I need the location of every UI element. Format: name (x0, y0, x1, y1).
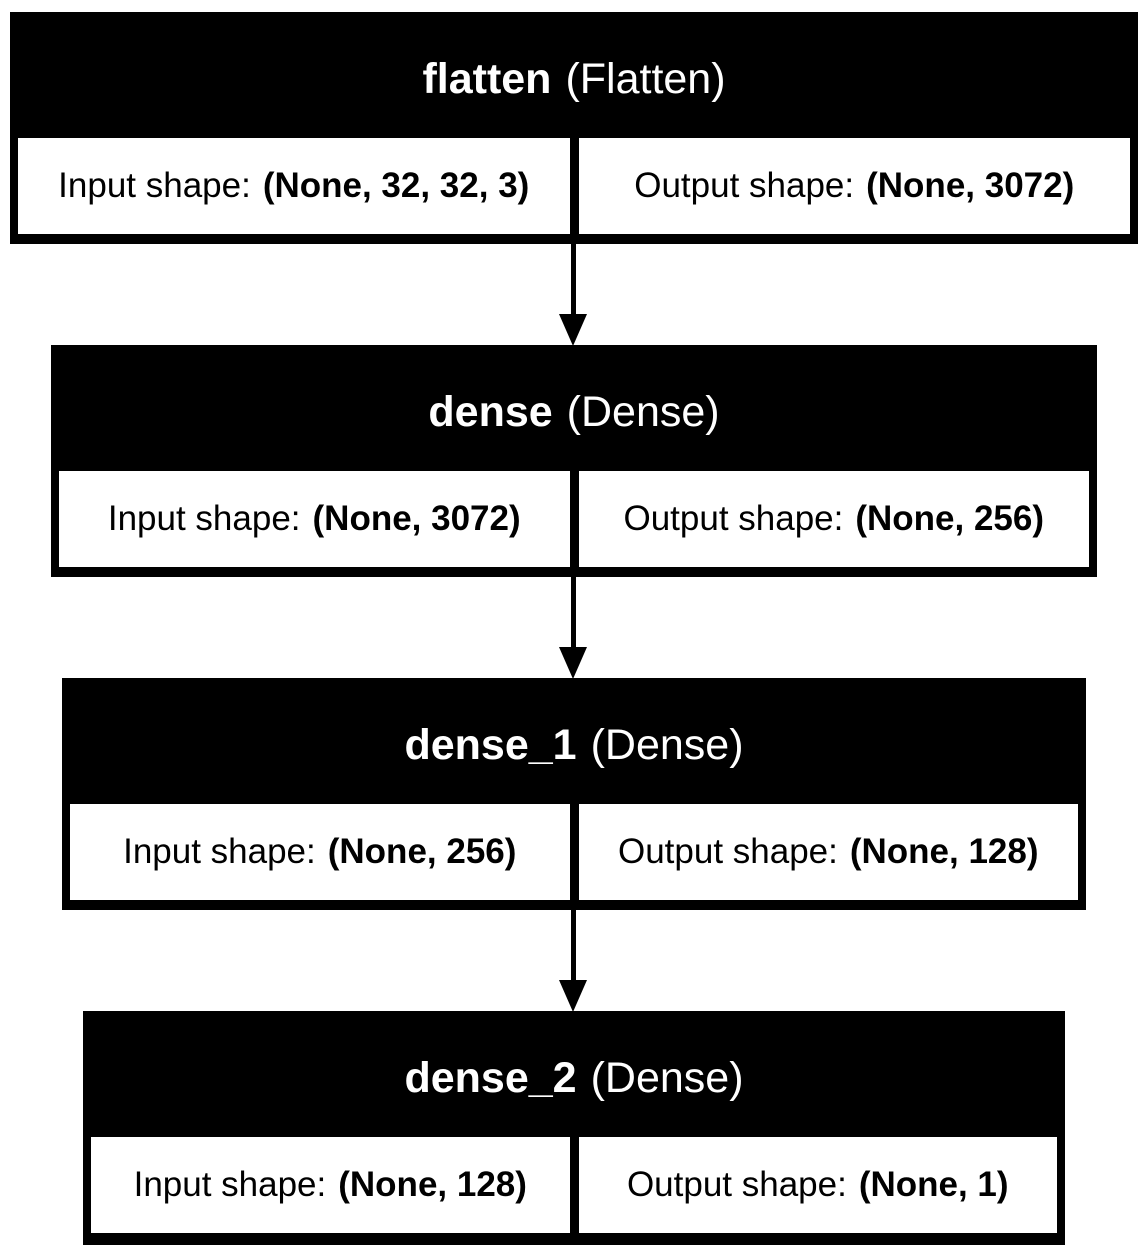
arrow-shaft (570, 577, 576, 651)
output-shape-value: (None, 128) (849, 832, 1039, 871)
arrow-head-icon (559, 647, 587, 679)
layer-name: flatten (422, 54, 552, 103)
layer-name: dense_1 (404, 720, 577, 769)
output-shape-value: (None, 1) (858, 1165, 1009, 1204)
layer-header: dense (Dense) (59, 353, 1089, 471)
output-shape-label: Output shape: (634, 166, 855, 205)
input-shape-value: (None, 128) (338, 1165, 527, 1204)
output-shape-value: (None, 3072) (866, 166, 1075, 205)
input-shape-label: Input shape: (58, 166, 251, 205)
input-shape-cell: Input shape: (None, 3072) (59, 471, 570, 567)
arrow-head-icon (559, 314, 587, 346)
output-shape-label: Output shape: (626, 1165, 847, 1204)
input-shape-value: (None, 3072) (312, 499, 521, 538)
input-shape-value: (None, 256) (327, 832, 517, 871)
layer-type: (Dense) (590, 720, 744, 769)
layer-shapes: Input shape: (None, 32, 32, 3) Output sh… (18, 138, 1130, 234)
layer-dense: dense (Dense) Input shape: (None, 3072) … (51, 345, 1097, 577)
input-shape-label: Input shape: (123, 832, 316, 871)
output-shape-cell: Output shape: (None, 256) (578, 471, 1089, 567)
layer-dense-2: dense_2 (Dense) Input shape: (None, 128)… (83, 1011, 1065, 1245)
arrow-shaft (570, 910, 576, 984)
output-shape-cell: Output shape: (None, 3072) (578, 138, 1130, 234)
input-shape-cell: Input shape: (None, 128) (91, 1137, 570, 1233)
layer-shapes: Input shape: (None, 256) Output shape: (… (70, 804, 1078, 900)
output-shape-value: (None, 256) (855, 499, 1045, 538)
output-shape-label: Output shape: (617, 832, 838, 871)
layer-flatten: flatten (Flatten) Input shape: (None, 32… (10, 12, 1138, 244)
output-shape-label: Output shape: (623, 499, 844, 538)
layer-shapes: Input shape: (None, 3072) Output shape: … (59, 471, 1089, 567)
input-shape-label: Input shape: (133, 1165, 327, 1204)
layer-name: dense (428, 387, 553, 436)
input-shape-cell: Input shape: (None, 32, 32, 3) (18, 138, 570, 234)
layer-header: flatten (Flatten) (18, 20, 1130, 138)
layer-header: dense_2 (Dense) (91, 1019, 1057, 1137)
layer-name: dense_2 (404, 1053, 577, 1102)
output-shape-cell: Output shape: (None, 128) (578, 804, 1078, 900)
input-shape-value: (None, 32, 32, 3) (262, 166, 530, 205)
arrow-shaft (570, 244, 576, 318)
layer-dense-1: dense_1 (Dense) Input shape: (None, 256)… (62, 678, 1086, 910)
layer-shapes: Input shape: (None, 128) Output shape: (… (91, 1137, 1057, 1233)
layer-type: (Flatten) (565, 54, 726, 103)
layer-type: (Dense) (590, 1053, 744, 1102)
output-shape-cell: Output shape: (None, 1) (578, 1137, 1057, 1233)
input-shape-label: Input shape: (107, 499, 301, 538)
layer-header: dense_1 (Dense) (70, 686, 1078, 804)
arrow-head-icon (559, 980, 587, 1012)
layer-type: (Dense) (566, 387, 720, 436)
input-shape-cell: Input shape: (None, 256) (70, 804, 570, 900)
